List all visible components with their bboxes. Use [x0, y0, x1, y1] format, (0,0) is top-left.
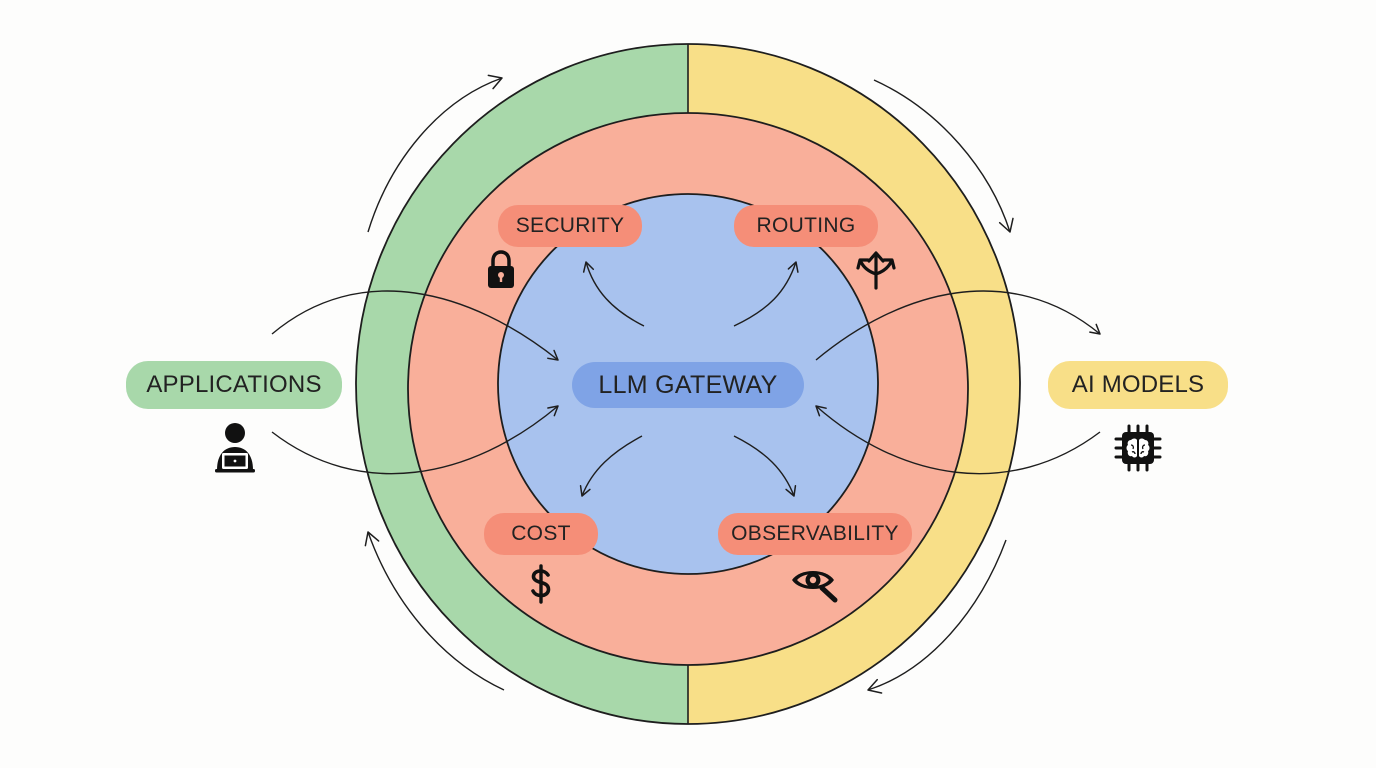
- inner-arrow-observability: [733, 435, 797, 497]
- user-laptop-icon: [215, 423, 255, 473]
- llm-gateway-label: LLM GATEWAY: [572, 362, 804, 408]
- orbit-arrow-top-right: [873, 79, 1014, 233]
- eye-magnifier-icon: [792, 571, 838, 603]
- inner-arrow-security: [582, 261, 645, 327]
- flow-arrow-models-in: [815, 405, 1101, 475]
- cost-label: COST: [484, 513, 598, 555]
- orbit-arrow-bottom-left: [364, 531, 505, 691]
- security-label: SECURITY: [498, 205, 642, 247]
- orbit-arrow-top-left: [367, 74, 503, 233]
- padlock-icon: [488, 250, 514, 288]
- applications-label: APPLICATIONS: [126, 361, 342, 409]
- inner-arrow-cost: [579, 435, 643, 497]
- inner-arrow-routing: [733, 261, 799, 327]
- orbit-arrow-bottom-right: [867, 539, 1007, 694]
- flow-arrow-apps-in-top: [271, 290, 559, 361]
- observability-label: OBSERVABILITY: [718, 513, 912, 555]
- dollar-icon: [531, 564, 551, 604]
- split-arrows-icon: [856, 251, 896, 290]
- routing-label: ROUTING: [734, 205, 878, 247]
- ai-models-label: AI MODELS: [1048, 361, 1228, 409]
- flow-arrow-apps-in-bottom: [271, 405, 559, 475]
- ai-chip-brain-icon: [1114, 424, 1162, 472]
- flow-arrow-models-out: [815, 290, 1101, 361]
